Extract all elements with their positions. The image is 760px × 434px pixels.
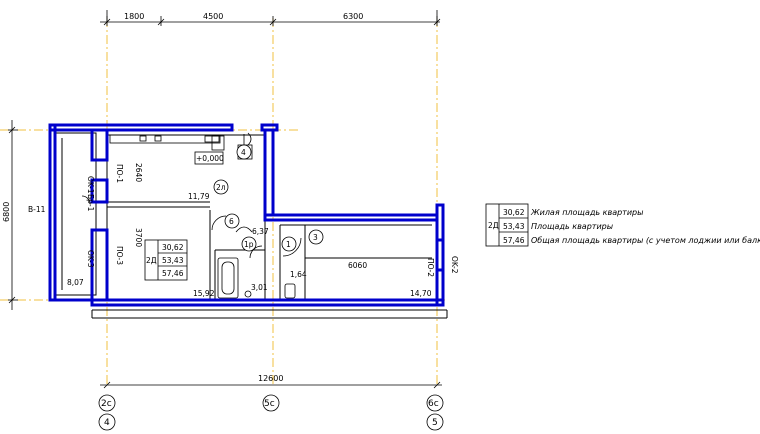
label-b11: B-11: [28, 205, 46, 214]
top-dim-1800: 1800: [124, 12, 144, 21]
top-dimension: [100, 10, 441, 26]
room-area-1p: 6,37: [252, 227, 269, 236]
plan-stamp-v1: 30,62: [162, 243, 184, 252]
legend-label-2: Площадь квартиры: [531, 222, 613, 231]
axis-bubble-6c: [426, 394, 444, 412]
interior-wall-main: [106, 134, 266, 300]
label-6060: 6060: [348, 261, 367, 270]
plan-stamp-v2: 53,43: [162, 256, 184, 265]
area-living1: 15,92: [193, 289, 215, 298]
legend-label-3: Общая площадь квартиры (с учетом лоджии …: [531, 236, 760, 245]
left-dimension: [8, 120, 18, 310]
room-bubble-2l: [213, 179, 229, 195]
legend-label-1: Жилая площадь квартиры: [530, 208, 643, 217]
axis-label-5: 5: [432, 418, 438, 428]
wall-right-outer: [435, 203, 445, 307]
label-po2: ПО-2: [426, 258, 435, 277]
bottom-dim-12600: 12600: [258, 374, 283, 383]
room-num-1: 1: [286, 240, 291, 249]
sink: [244, 290, 252, 298]
label-3700: 3700: [134, 228, 143, 247]
room-num-1p: 1р: [244, 240, 254, 249]
bearing-walls: [48, 123, 445, 307]
room-bubble-1: [281, 236, 297, 252]
legend-value-1: 30,62: [503, 208, 525, 217]
plan-stamp: [144, 239, 188, 281]
axis-bubble-2c: [98, 394, 116, 412]
label-ok3: OK-3: [86, 250, 95, 268]
wall-top-right: [260, 123, 279, 132]
room-area-1: 1,64: [290, 270, 307, 279]
top-dim-6300: 6300: [343, 12, 363, 21]
room-num-4: 4: [241, 148, 246, 157]
label-po1: ПО-1: [115, 164, 124, 183]
room-num-6: 6: [229, 217, 234, 226]
label-2640: 2640: [134, 163, 143, 182]
room-num-3: 3: [313, 233, 318, 242]
area-loggia: 8,07: [67, 278, 84, 287]
kitchen-counter: [109, 134, 225, 165]
room-bubble-4: [236, 144, 252, 160]
axis-bubble-4: [98, 413, 116, 431]
wall-left-lower: [90, 178, 109, 204]
room-bubble-3: [308, 229, 324, 245]
legend-type: 2Д: [488, 221, 499, 230]
axis-bubbles: [98, 394, 444, 431]
axis-label-6c: 6c: [428, 399, 439, 409]
wall-right-col: [263, 130, 275, 217]
elevation-label: +0,000: [196, 154, 224, 163]
axis-bubble-5: [426, 413, 444, 431]
plan-stamp-v3: 57,46: [162, 269, 184, 278]
area-living2: 14,70: [410, 289, 432, 298]
wall-mid-horizontal: [263, 213, 439, 222]
legend-value-2: 53,43: [503, 222, 525, 231]
bathtub: [217, 257, 239, 299]
room-bubble-1p: [241, 236, 257, 252]
axis-label-2c: 2c: [101, 399, 112, 409]
thin-walls: [55, 132, 448, 319]
label-po3: ПО-3: [115, 246, 124, 265]
wall-left-upper: [90, 128, 109, 162]
label-bp1: Бр-1: [86, 194, 95, 212]
axis-label-5c: 5c: [264, 399, 275, 409]
wall-bottom: [50, 298, 445, 307]
area-bath: 3,01: [251, 283, 268, 292]
left-dim-6800: 6800: [2, 202, 11, 222]
wall-left-bottom: [90, 228, 109, 302]
elevation-box: [194, 151, 224, 165]
plan-stamp-type: 2Д: [146, 256, 157, 265]
grid-axes: [0, 18, 445, 385]
wall-left-outer: [48, 125, 57, 302]
axis-label-4: 4: [104, 418, 110, 428]
axis-bubble-5c: [262, 394, 280, 412]
bottom-dimension: [100, 381, 442, 389]
wall-top-left: [48, 123, 234, 132]
room-bubble-6: [224, 213, 240, 229]
legend-box: [485, 203, 529, 247]
top-dim-4500: 4500: [203, 12, 223, 21]
room-area-2l: 11,79: [188, 192, 210, 201]
legend-value-3: 57,46: [503, 236, 525, 245]
room-bubbles: [213, 144, 324, 252]
label-ok1: OK-1: [86, 176, 95, 194]
toilet: [284, 283, 296, 299]
room-num-2l: 2л: [216, 183, 226, 192]
label-ok2: OK-2: [450, 256, 459, 274]
